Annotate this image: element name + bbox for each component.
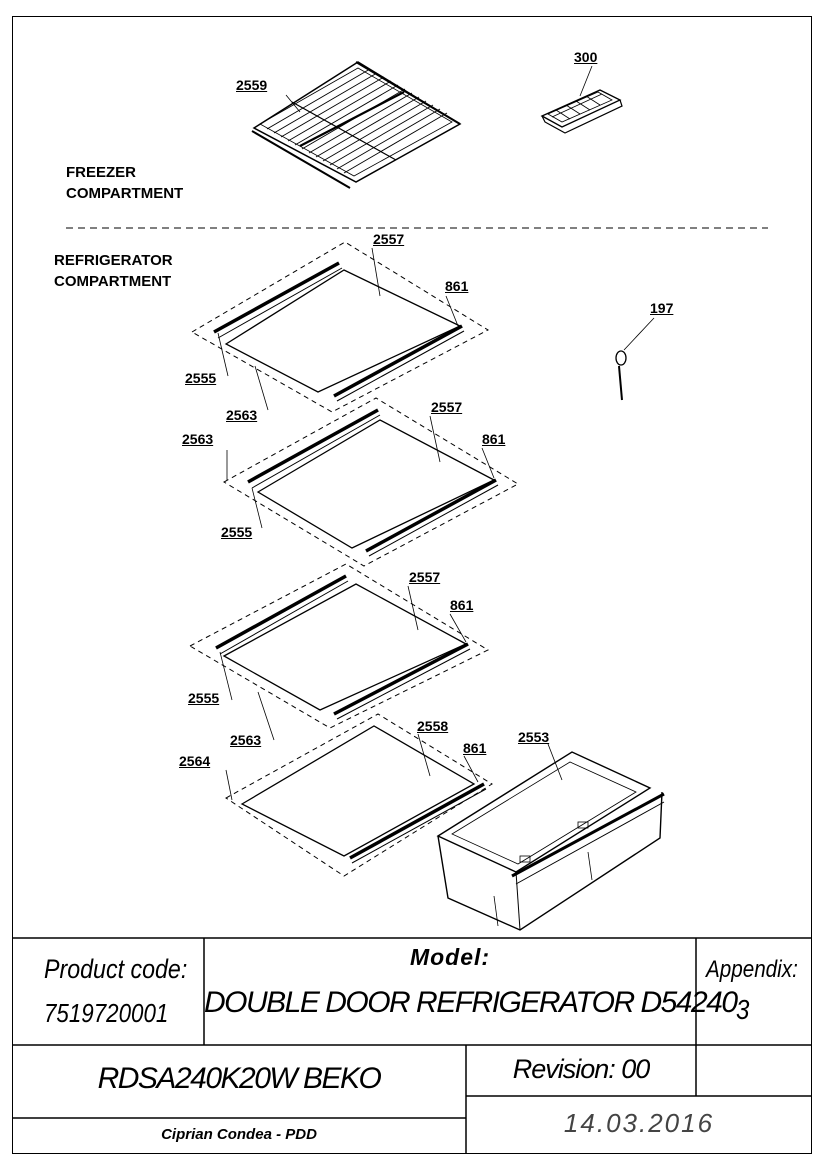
wire-shelf-illustration	[251, 61, 462, 189]
part-label-2564: 2564	[179, 753, 211, 769]
part-label-861-2: 861	[482, 431, 506, 447]
product-code-label: Product code:	[44, 954, 188, 984]
part-label-2555-3: 2555	[188, 690, 220, 706]
model-value: DOUBLE DOOR REFRIGERATOR D54240	[204, 986, 738, 1019]
part-label-2553: 2553	[518, 729, 550, 745]
part-label-2557-3: 2557	[409, 569, 441, 585]
refrigerator-label-line-1: REFRIGERATOR	[54, 252, 173, 269]
freezer-label-line-1: FREEZER	[66, 164, 137, 181]
part-label-197: 197	[650, 300, 674, 316]
crisper-cover-illustration	[225, 713, 493, 877]
part-label-2563-1: 2563	[226, 407, 258, 423]
crisper-drawer-illustration	[436, 751, 665, 931]
part-label-2555-1: 2555	[185, 370, 217, 386]
part-label-2563-2: 2563	[182, 431, 214, 447]
freezer-compartment-label: FREEZER COMPARTMENT	[66, 162, 183, 204]
part-label-300: 300	[574, 49, 598, 65]
revision: Revision: 00	[512, 1054, 651, 1084]
part-label-861-3: 861	[450, 597, 474, 613]
appendix-label: Appendix:	[706, 956, 798, 983]
model-code: RDSA240K20W BEKO	[97, 1062, 382, 1095]
glass-shelf-1-illustration	[191, 241, 490, 413]
part-label-861-4: 861	[463, 740, 487, 756]
part-label-2563-3: 2563	[230, 732, 262, 748]
revision-date: 14.03.2016	[563, 1108, 715, 1138]
glass-shelf-2-illustration	[222, 397, 520, 567]
ice-tray-illustration	[540, 89, 623, 134]
drawing-sheet	[12, 16, 812, 1154]
item-197-illustration	[615, 317, 655, 401]
part-label-861-1: 861	[445, 278, 469, 294]
part-label-2555-2: 2555	[221, 524, 253, 540]
refrigerator-label-line-2: COMPARTMENT	[54, 273, 172, 290]
product-code-value: 7519720001	[44, 998, 169, 1028]
refrigerator-compartment-label: REFRIGERATOR COMPARTMENT	[54, 250, 173, 292]
glass-shelf-3-illustration	[188, 563, 490, 741]
freezer-label-line-2: COMPARTMENT	[66, 185, 184, 202]
author: Ciprian Condea - PDD	[161, 1126, 317, 1143]
part-label-2559: 2559	[236, 77, 268, 93]
part-label-2558: 2558	[417, 718, 449, 734]
model-label: Model:	[409, 944, 491, 970]
appendix-value: 3	[736, 994, 750, 1025]
part-label-2557-1: 2557	[373, 231, 405, 247]
part-label-2557-2: 2557	[431, 399, 463, 415]
